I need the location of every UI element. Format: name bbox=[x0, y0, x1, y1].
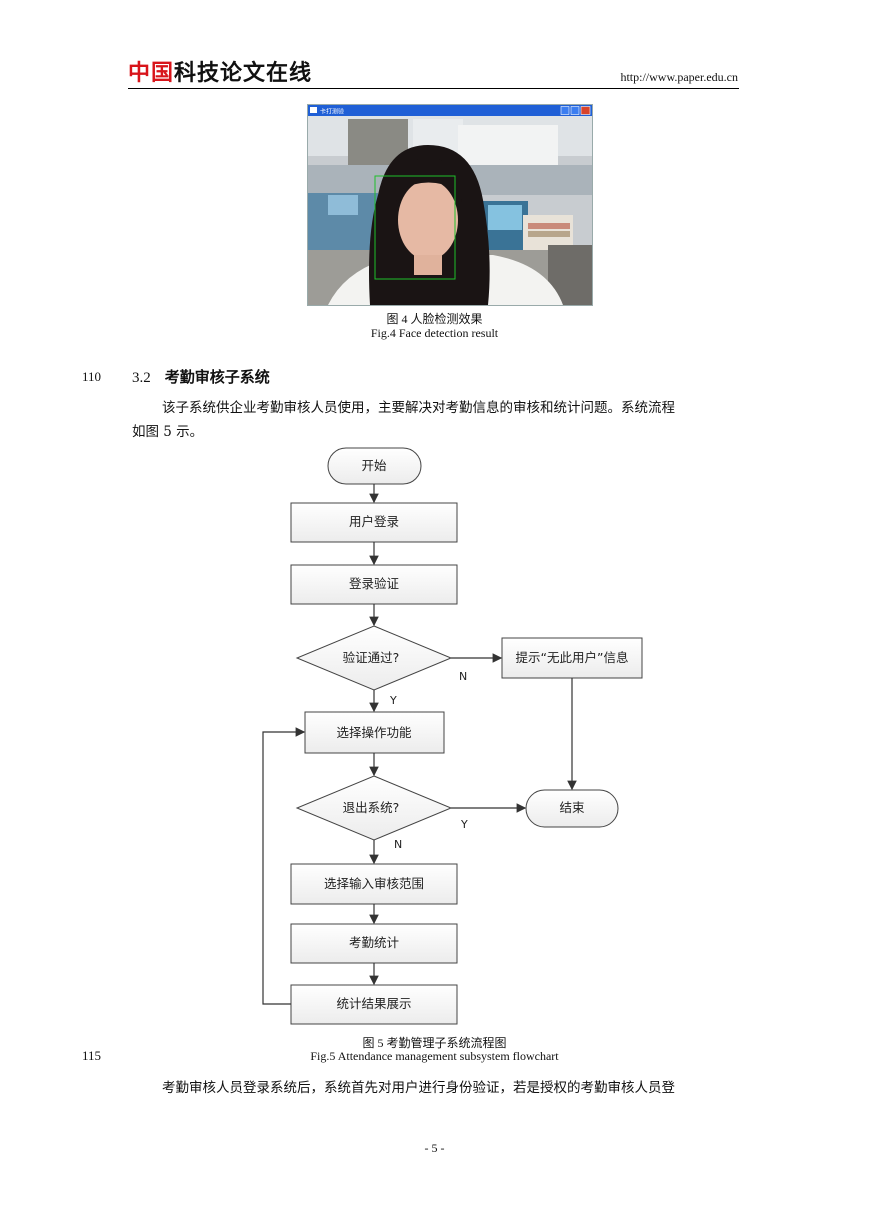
window-title: 卡打测验 bbox=[320, 108, 344, 116]
edge-label-y1: Y bbox=[389, 694, 397, 707]
figure5-caption-en: Fig.5 Attendance management subsystem fl… bbox=[310, 1049, 559, 1063]
login-box bbox=[290, 502, 458, 543]
edge-label-n1: N bbox=[459, 670, 467, 683]
show-result-label: 统计结果展示 bbox=[336, 996, 411, 1011]
no-user-box bbox=[501, 637, 643, 679]
logo-part1: 中国 bbox=[128, 61, 175, 86]
line-number: 110 bbox=[82, 369, 102, 384]
paragraph-line-2: 如图 5 示。 bbox=[132, 424, 204, 440]
edge-label-n2: N bbox=[394, 838, 402, 851]
figure4-caption-cn: 图 4 人脸检测效果 bbox=[386, 312, 483, 326]
section-title: 考勤审核子系统 bbox=[164, 368, 270, 386]
flowchart: 开始 用户登录 登录验证 验证通过? 提示“无此用户”信息 选择操作功能 退出系… bbox=[255, 440, 655, 1035]
exit-label: 退出系统? bbox=[343, 800, 400, 815]
edge-label-y2: Y bbox=[460, 818, 468, 831]
verify-pass-label: 验证通过? bbox=[343, 650, 400, 665]
end-label: 结束 bbox=[559, 800, 585, 815]
site-logo: 中国科技论文在线 bbox=[128, 62, 312, 86]
login-label: 用户登录 bbox=[349, 514, 399, 529]
paragraph-2: 考勤审核人员登录系统后，系统首先对用户进行身份验证，若是授权的考勤审核人员登 bbox=[162, 1080, 675, 1096]
no-user-label: 提示“无此用户”信息 bbox=[516, 650, 629, 665]
header-rule bbox=[128, 88, 739, 89]
figure4-caption-en: Fig.4 Face detection result bbox=[370, 326, 499, 340]
input-range-box bbox=[290, 863, 458, 905]
paragraph-line-1: 该子系统供企业考勤审核人员使用，主要解决对考勤信息的审核和统计问题。系统流程 bbox=[162, 400, 675, 416]
figure5-caption-cn: 图 5 考勤管理子系统流程图 bbox=[362, 1036, 507, 1050]
verify-label: 登录验证 bbox=[349, 576, 400, 591]
line-number-115: 115 bbox=[82, 1048, 102, 1063]
start-label: 开始 bbox=[361, 458, 387, 473]
section-number: 3.2 bbox=[132, 370, 151, 386]
face-detection-screenshot: 卡打测验 bbox=[307, 104, 593, 306]
choose-function-label: 选择操作功能 bbox=[336, 725, 412, 740]
show-result-box bbox=[290, 984, 458, 1025]
page-number: - 5 - bbox=[424, 1141, 445, 1155]
input-range-label: 选择输入审核范围 bbox=[324, 876, 424, 891]
section-heading: 3.2 考勤审核子系统 bbox=[132, 366, 270, 387]
logo-part2: 科技论文在线 bbox=[174, 61, 313, 86]
header-url[interactable]: http://www.paper.edu.cn bbox=[620, 70, 738, 84]
statistics-label: 考勤统计 bbox=[349, 935, 399, 950]
